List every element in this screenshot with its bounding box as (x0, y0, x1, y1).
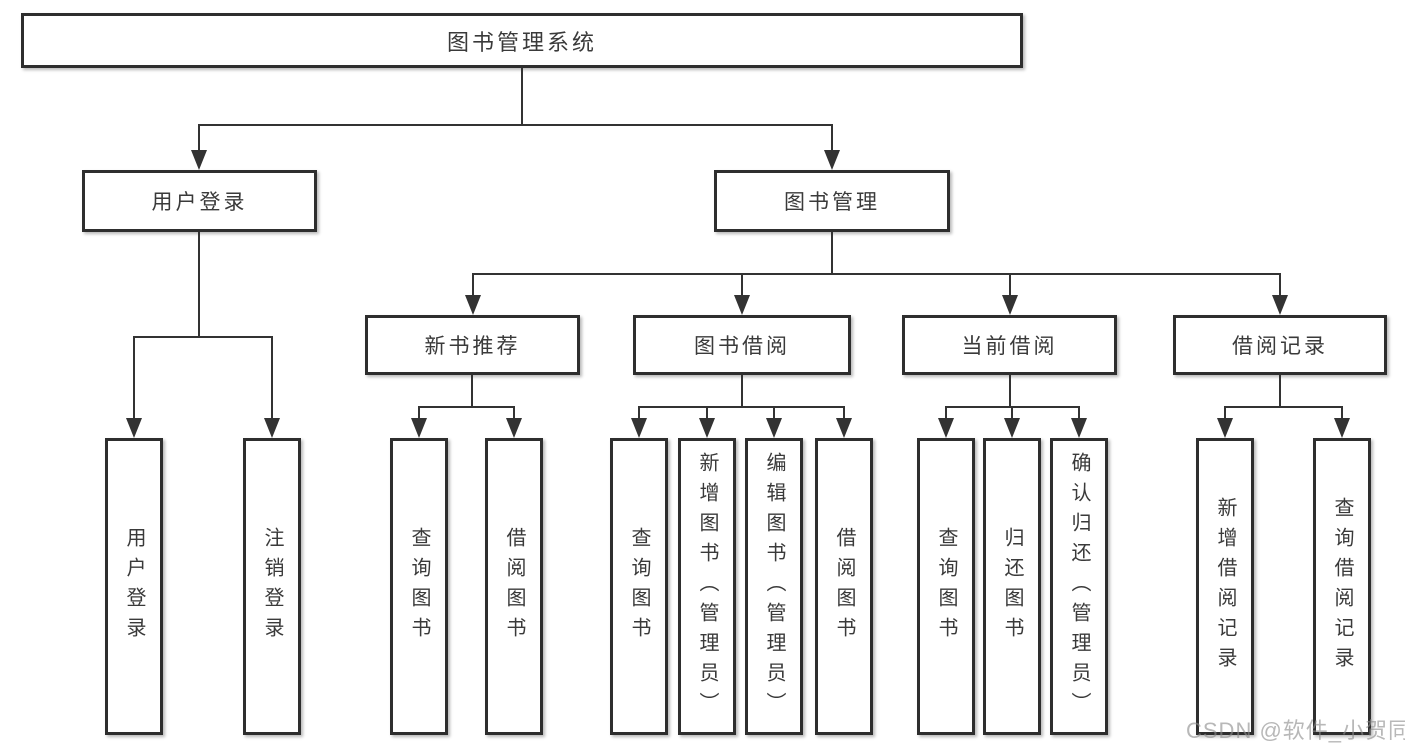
node-book-management: 图书管理 (714, 170, 950, 232)
leaf-user-login: 用户登录 (105, 438, 163, 735)
leaf-query-books-current: 查询图书 (917, 438, 975, 735)
connector-line (638, 406, 845, 408)
connector-line (133, 336, 135, 422)
connector-line (1279, 273, 1281, 299)
leaf-query-borrow-record: 查询借阅记录 (1313, 438, 1371, 735)
connector-line (271, 336, 273, 422)
connector-line (472, 273, 1281, 275)
leaf-add-books-admin: 新增图书（管理员） (678, 438, 736, 735)
leaf-label: 编辑图书（管理员） (763, 451, 785, 722)
connector-line (471, 375, 473, 406)
arrowhead-down-icon (1272, 295, 1288, 315)
arrowhead-down-icon (824, 150, 840, 170)
leaf-label: 新增图书（管理员） (696, 451, 718, 722)
connector-line (945, 406, 947, 422)
node-current-borrowing: 当前借阅 (902, 315, 1117, 375)
node-root-library-system: 图书管理系统 (21, 13, 1023, 68)
node-book-borrowing: 图书借阅 (633, 315, 851, 375)
connector-line (1341, 406, 1343, 422)
connector-line (1011, 406, 1013, 422)
leaf-label: 归还图书 (1001, 526, 1023, 647)
connector-line (1009, 375, 1011, 406)
arrowhead-down-icon (264, 418, 280, 438)
leaf-return-books: 归还图书 (983, 438, 1041, 735)
connector-line (1078, 406, 1080, 422)
node-borrow-records: 借阅记录 (1173, 315, 1387, 375)
connector-line (1224, 406, 1343, 408)
arrowhead-down-icon (1334, 418, 1350, 438)
leaf-label: 确认归还（管理员） (1068, 451, 1090, 722)
leaf-label: 注销登录 (261, 526, 283, 647)
arrowhead-down-icon (766, 418, 782, 438)
connector-line (198, 232, 200, 336)
arrowhead-down-icon (1217, 418, 1233, 438)
leaf-query-books-recommend: 查询图书 (390, 438, 448, 735)
connector-line (843, 406, 845, 422)
arrowhead-down-icon (938, 418, 954, 438)
leaf-label: 查询图书 (628, 526, 650, 647)
connector-line (1279, 375, 1281, 406)
connector-line (521, 68, 523, 124)
leaf-label: 查询图书 (935, 526, 957, 647)
leaf-query-books-borrowing: 查询图书 (610, 438, 668, 735)
connector-line (741, 273, 743, 299)
arrowhead-down-icon (506, 418, 522, 438)
node-new-book-recommend: 新书推荐 (365, 315, 580, 375)
leaf-edit-books-admin: 编辑图书（管理员） (745, 438, 803, 735)
leaf-label: 查询借阅记录 (1331, 496, 1353, 677)
connector-line (1009, 273, 1011, 299)
arrowhead-down-icon (1071, 418, 1087, 438)
leaf-label: 新增借阅记录 (1214, 496, 1236, 677)
leaf-borrow-books-recommend: 借阅图书 (485, 438, 543, 735)
connector-line (472, 273, 474, 299)
connector-line (418, 406, 515, 408)
leaf-label: 借阅图书 (833, 526, 855, 647)
arrowhead-down-icon (126, 418, 142, 438)
leaf-label: 用户登录 (123, 526, 145, 647)
arrowhead-down-icon (699, 418, 715, 438)
connector-line (198, 124, 200, 154)
leaf-add-borrow-record: 新增借阅记录 (1196, 438, 1254, 735)
arrowhead-down-icon (465, 295, 481, 315)
connector-line (133, 336, 273, 338)
connector-line (831, 232, 833, 273)
connector-line (706, 406, 708, 422)
connector-line (638, 406, 640, 422)
connector-line (198, 124, 833, 126)
connector-line (741, 375, 743, 406)
connector-line (831, 124, 833, 154)
node-user-login: 用户登录 (82, 170, 317, 232)
connector-line (418, 406, 420, 422)
arrowhead-down-icon (734, 295, 750, 315)
arrowhead-down-icon (1002, 295, 1018, 315)
leaf-confirm-return-admin: 确认归还（管理员） (1050, 438, 1108, 735)
connector-line (773, 406, 775, 422)
connector-line (513, 406, 515, 422)
arrowhead-down-icon (191, 150, 207, 170)
arrowhead-down-icon (836, 418, 852, 438)
arrowhead-down-icon (411, 418, 427, 438)
arrowhead-down-icon (631, 418, 647, 438)
arrowhead-down-icon (1004, 418, 1020, 438)
leaf-logout: 注销登录 (243, 438, 301, 735)
connector-line (1224, 406, 1226, 422)
leaf-borrow-books: 借阅图书 (815, 438, 873, 735)
leaf-label: 查询图书 (408, 526, 430, 647)
csdn-watermark: CSDN @软件_小贺同学 (1186, 718, 1405, 743)
leaf-label: 借阅图书 (503, 526, 525, 647)
